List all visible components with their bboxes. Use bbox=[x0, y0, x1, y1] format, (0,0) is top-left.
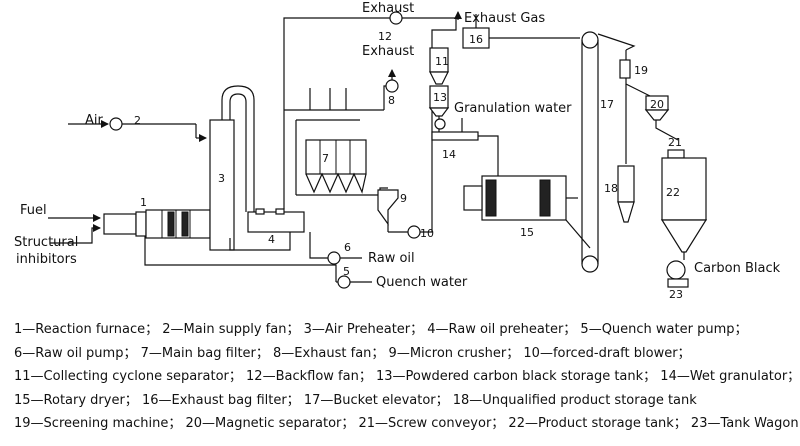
quench-water-pump-number: 5 bbox=[343, 265, 350, 278]
structural-inhibitors-label-1: Structural bbox=[14, 235, 78, 250]
exhaust-mid-label: Exhaust bbox=[362, 44, 414, 59]
backflow-to-cyclone bbox=[402, 17, 457, 48]
forced-draft-blower bbox=[407, 225, 421, 239]
blower-to-cyclone bbox=[420, 100, 433, 233]
rotary-dryer-number: 15 bbox=[520, 226, 534, 239]
product-storage-tank-number: 22 bbox=[666, 186, 680, 199]
wet-granulator bbox=[431, 116, 499, 180]
quench-water-line bbox=[144, 236, 337, 282]
raw-oil-preheater-number: 4 bbox=[268, 233, 275, 246]
air-inlet-line bbox=[68, 117, 207, 142]
screw-conveyor-number: 21 bbox=[668, 136, 682, 149]
air-preheater bbox=[209, 85, 255, 251]
air-label: Air bbox=[85, 113, 104, 128]
bucket-elevator-number: 17 bbox=[600, 98, 614, 111]
raw-oil-preheater bbox=[247, 208, 305, 233]
forced-draft-blower-number: 10 bbox=[420, 227, 434, 240]
magnetic-separator-number: 20 bbox=[650, 98, 664, 111]
rotary-dryer bbox=[463, 175, 591, 249]
main-bag-filter-number: 7 bbox=[322, 152, 329, 165]
legend-line-3: 11—Collecting cyclone separator； 12—Back… bbox=[14, 369, 800, 384]
inhibitor-line bbox=[50, 224, 101, 244]
exhaust-fan bbox=[385, 79, 399, 93]
structural-inhibitors-label-2: inhibitors bbox=[16, 252, 77, 267]
carbon-black-label: Carbon Black bbox=[694, 261, 781, 276]
exhaust-duct-top bbox=[283, 17, 390, 209]
legend: 1—Reaction furnace； 2—Main supply fan； 3… bbox=[14, 318, 800, 436]
reaction-furnace bbox=[103, 209, 211, 239]
raw-oil-line bbox=[309, 232, 328, 259]
exhaust-top-label: Exhaust bbox=[362, 1, 414, 16]
raw-oil-pump-number: 6 bbox=[344, 241, 351, 254]
screening-machine bbox=[619, 59, 631, 79]
process-flow-diagram: Air 2 1 Fuel Structural inhibitors 3 4 6… bbox=[14, 1, 781, 300]
micron-crusher-number: 9 bbox=[400, 192, 407, 205]
fuel-label: Fuel bbox=[20, 203, 47, 218]
cyclone-number: 11 bbox=[435, 55, 449, 68]
unqualified-product-tank bbox=[617, 165, 635, 203]
bucket-elevator bbox=[581, 31, 636, 273]
return-line bbox=[229, 232, 291, 251]
exhaust-gas-label: Exhaust Gas bbox=[464, 11, 545, 26]
wet-granulator-number: 14 bbox=[442, 148, 456, 161]
air-preheater-number: 3 bbox=[218, 172, 225, 185]
main-bag-filter bbox=[296, 139, 380, 196]
raw-oil-label: Raw oil bbox=[368, 251, 415, 266]
quench-water-label: Quench water bbox=[376, 275, 468, 290]
legend-line-5: 19—Screening machine； 20—Magnetic separa… bbox=[14, 416, 799, 431]
product-storage-tank bbox=[660, 149, 708, 260]
collecting-cyclone bbox=[429, 47, 449, 85]
unqualified-tank-number: 18 bbox=[604, 182, 618, 195]
backflow-fan-number: 12 bbox=[378, 30, 392, 43]
reaction-furnace-number: 1 bbox=[140, 196, 147, 209]
tank-wagon-number: 23 bbox=[669, 288, 683, 300]
legend-line-4: 15—Rotary dryer； 16—Exhaust bag filter； … bbox=[14, 392, 697, 408]
tank-wagon bbox=[666, 260, 689, 288]
micron-crusher bbox=[377, 187, 399, 226]
screening-machine-number: 19 bbox=[634, 64, 648, 77]
powdered-storage-tank-number: 13 bbox=[433, 91, 447, 104]
exhaust-fan-number: 8 bbox=[388, 94, 395, 107]
legend-line-2: 6—Raw oil pump； 7—Main bag filter； 8—Exh… bbox=[14, 345, 691, 361]
exhaust-bag-filter-number: 16 bbox=[469, 33, 483, 46]
fan-2-number: 2 bbox=[134, 114, 141, 127]
granulation-water-label: Granulation water bbox=[454, 101, 572, 116]
screw-conveyor bbox=[655, 120, 679, 141]
legend-line-1: 1—Reaction furnace； 2—Main supply fan； 3… bbox=[14, 322, 748, 337]
exhaust-fan-line bbox=[383, 85, 386, 110]
raw-oil-pump bbox=[327, 251, 341, 265]
